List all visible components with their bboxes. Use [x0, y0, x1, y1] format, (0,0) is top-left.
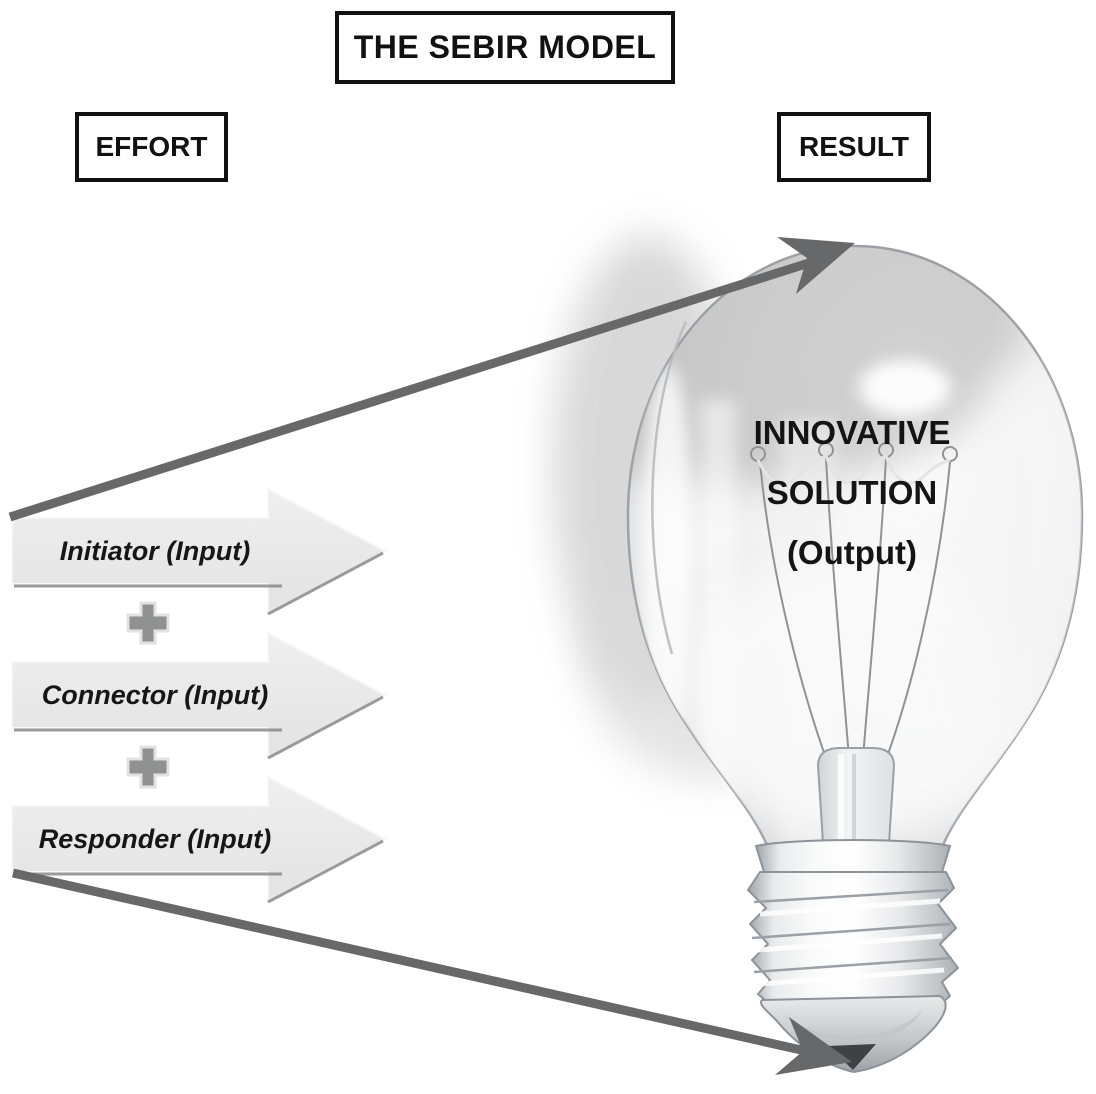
connector-input-label: Connector (Input) [41, 680, 269, 710]
screw-thread-lines [751, 888, 953, 974]
stem-highlight [838, 754, 844, 854]
plus-icon [126, 745, 170, 789]
responder-input-label: Responder (Input) [38, 824, 272, 854]
output-line-3: (Output) [786, 534, 918, 571]
input-arrow-initiator [11, 487, 388, 616]
light-bulb-icon [553, 235, 1084, 1074]
contact-tip [828, 1044, 876, 1070]
flow-arrow-top [8, 237, 855, 522]
bulb-contact [760, 994, 947, 1074]
output-text: INNOVATIVE SOLUTION (Output) [702, 403, 1002, 583]
effort-label: EFFORT [95, 131, 208, 162]
stem-shade [852, 754, 856, 854]
flow-arrow-bottom [12, 868, 852, 1075]
effort-box: EFFORT [75, 112, 228, 182]
result-label: RESULT [799, 131, 909, 162]
initiator-input-label: Initiator (Input) [59, 536, 251, 566]
result-box: RESULT [777, 112, 931, 182]
title-box: THE SEBIR MODEL [335, 11, 675, 84]
input-arrows [11, 487, 388, 904]
contact-band [782, 1010, 922, 1043]
bulb-glass-shading [628, 246, 1082, 850]
input-arrow-connector [11, 631, 388, 760]
output-line-2: SOLUTION [766, 474, 938, 511]
screw-thread-highlights [757, 898, 945, 987]
output-line-1: INNOVATIVE [753, 414, 951, 451]
input-arrow-responder [11, 775, 388, 904]
glass-reflection-line [651, 321, 688, 655]
plus-icon [126, 601, 170, 645]
page-title: THE SEBIR MODEL [353, 29, 657, 65]
